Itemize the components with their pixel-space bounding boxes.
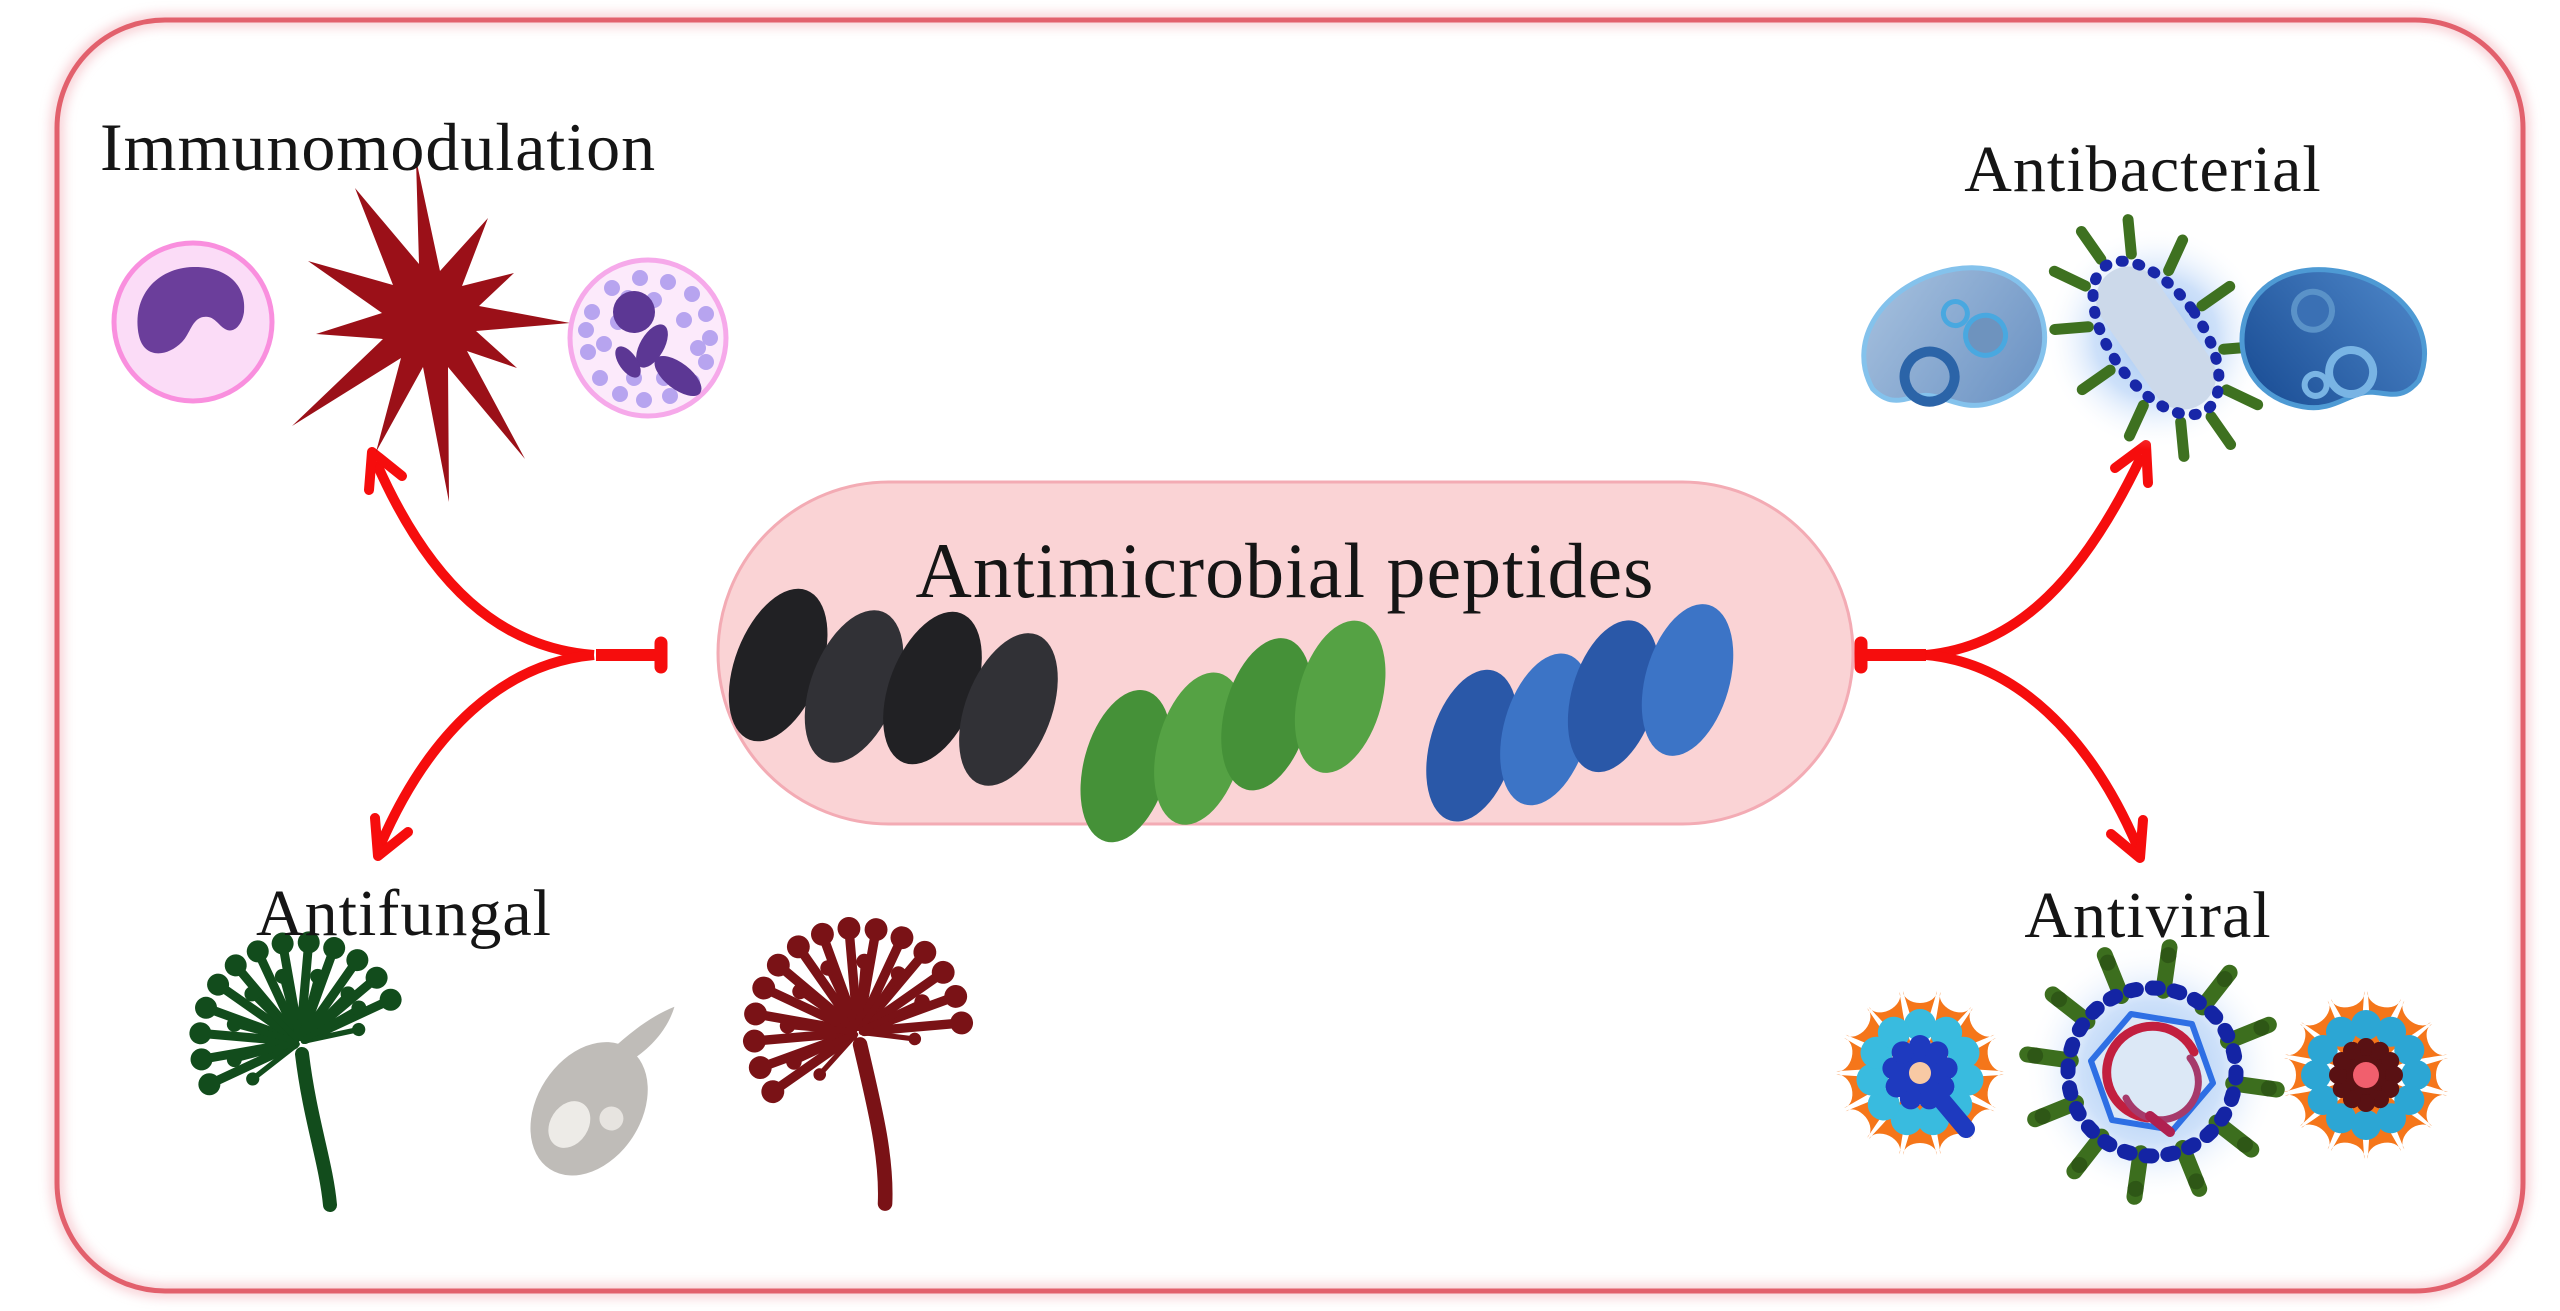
arrows	[364, 440, 2153, 863]
monocyte-icon	[111, 240, 275, 404]
label-antifungal: Antifungal	[256, 877, 552, 950]
virus-spiked-dark-core-icon	[2284, 991, 2448, 1159]
virus-spiked-icon	[1836, 991, 2004, 1155]
virus-core-center	[1909, 1062, 1931, 1084]
bacterium-light-icon	[1843, 247, 2062, 437]
monocyte-nucleus	[137, 266, 245, 354]
dendritic-cell-icon	[292, 159, 570, 502]
label-antibacterial: Antibacterial	[1964, 133, 2322, 206]
arrow-to-antibacterial-and-antiviral	[1854, 440, 2153, 863]
virus-rna-coil	[2102, 1021, 2202, 1137]
neutrophil-icon	[567, 257, 729, 419]
yeast-cell-icon	[530, 1006, 675, 1176]
bacterium-body	[2096, 266, 2216, 410]
fungus-stem	[852, 1037, 893, 1211]
bacterium-pili	[2048, 214, 2264, 462]
bacterium-lysed-icon	[2044, 214, 2268, 462]
fungus-head	[742, 916, 974, 1108]
dendritic-cell-body	[292, 159, 570, 502]
frame-border	[54, 17, 2526, 1294]
arrowhead-down-left	[370, 813, 413, 861]
fungus-head	[188, 930, 405, 1098]
yeast-vacuole-small	[599, 1106, 624, 1131]
neutrophil-granules	[578, 270, 718, 408]
fungus-stem	[295, 1047, 337, 1212]
label-immunomodulation: Immunomodulation	[100, 109, 657, 185]
yeast-vacuole	[548, 1101, 591, 1148]
virus-envelope-dots	[2060, 980, 2244, 1164]
label-antiviral: Antiviral	[2024, 879, 2272, 952]
arrowhead-up-left	[364, 447, 407, 495]
neutrophil-nucleus	[613, 291, 702, 397]
label-antimicrobial-peptides: Antimicrobial peptides	[915, 527, 1655, 614]
aspergillus-green-icon	[188, 930, 405, 1212]
arrowhead-down-right	[2106, 815, 2148, 863]
arrow-to-immunomodulation-and-antifungal	[364, 447, 668, 861]
virus-core-center	[2353, 1062, 2379, 1088]
bacterium-membrane-dots	[2087, 255, 2225, 421]
bacterium-dark-icon	[2229, 254, 2439, 429]
yeast-bud-tail	[610, 1006, 675, 1062]
aspergillus-red-icon	[742, 916, 974, 1211]
virus-enveloped-lysed-icon	[2024, 944, 2280, 1200]
